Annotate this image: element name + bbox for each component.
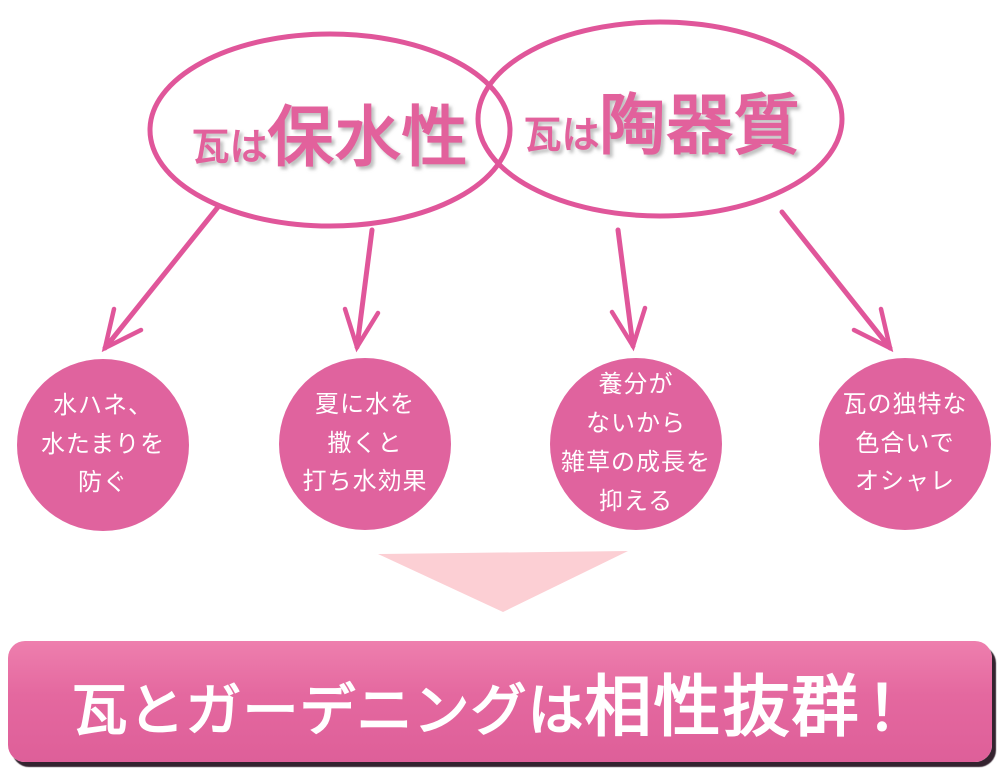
venn-label-left: 瓦は保水性 <box>150 84 510 180</box>
conclusion-suffix: ！ <box>866 675 929 744</box>
benefit-circle-water-splash: 水ハネ、 水たまりを 防ぐ <box>17 359 189 531</box>
benefit-text: 水ハネ、 水たまりを 防ぐ <box>40 391 166 497</box>
arrow-down-left-icon <box>101 204 221 353</box>
conclusion-text: 瓦とガーデニングは相性抜群！ <box>71 653 928 750</box>
arrow-down-icon <box>609 227 648 352</box>
arrow-down-icon <box>342 227 381 353</box>
benefit-circle-stylish-color: 瓦の独特な 色合いで オシャレ <box>819 358 991 530</box>
benefit-circle-cooling-effect: 夏に水を 撒くと 打ち水効果 <box>279 358 451 530</box>
benefit-text: 夏に水を 撒くと 打ち水効果 <box>302 390 428 496</box>
conclusion-banner: 瓦とガーデニングは相性抜群！ <box>8 641 992 762</box>
venn-left-prefix: 瓦は <box>191 124 268 169</box>
venn-ellipse-right <box>475 19 845 219</box>
venn-label-right: 瓦は陶器質 <box>480 72 844 168</box>
venn-right-keyword: 陶器質 <box>599 86 801 164</box>
venn-ellipse-left <box>147 31 513 229</box>
conclusion-prefix: 瓦とガーデニングは <box>71 679 585 742</box>
venn-left-keyword: 保水性 <box>267 98 469 176</box>
down-triangle-icon <box>378 551 628 612</box>
venn-right-prefix: 瓦は <box>523 112 600 157</box>
benefit-text: 瓦の独特な 色合いで オシャレ <box>842 390 968 496</box>
arrow-down-right-icon <box>779 209 894 353</box>
benefit-text: 養分が ないから 雑草の成長を 抑える <box>561 371 711 515</box>
benefit-circle-weed-control: 養分が ないから 雑草の成長を 抑える <box>550 358 722 530</box>
conclusion-emphasis: 相性抜群 <box>584 670 861 745</box>
